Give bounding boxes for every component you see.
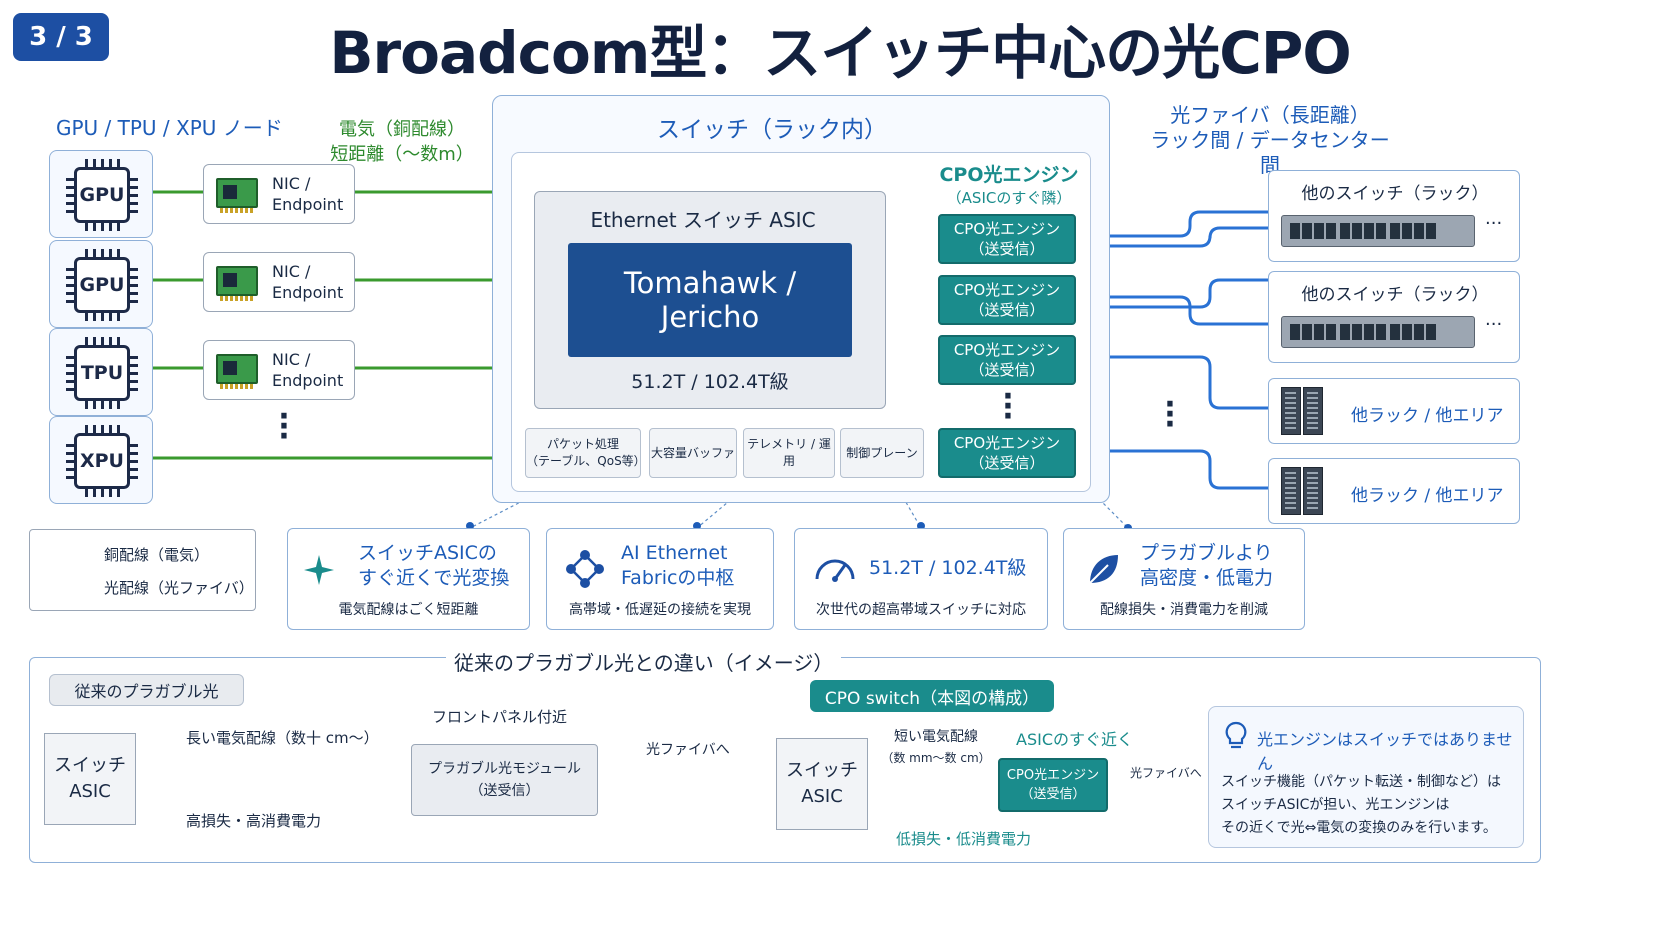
new-fiber-label: 光ファイバへ — [1130, 766, 1202, 780]
sparkle-icon — [304, 555, 334, 585]
cpo-header: CPO光エンジン （ASICのすぐ隣） — [939, 164, 1079, 207]
asic-capacity: 51.2T / 102.4T級 — [631, 371, 789, 393]
server-rack-icon — [1281, 467, 1301, 515]
telemetry-block: テレメトリ / 運用 — [743, 428, 835, 478]
note-body: スイッチ機能（パケット転送・制御など）はスイッチASICが担い、光エンジンはその… — [1221, 774, 1501, 836]
cpo-engine-3[interactable]: CPO光エンジン（送受信） — [938, 335, 1076, 385]
cpo-engine-1[interactable]: CPO光エンジン（送受信） — [938, 214, 1076, 264]
old-long-wire-label: 長い電気配線（数十 cm〜） — [186, 729, 379, 747]
control-plane-block: 制御プレーン — [840, 428, 924, 478]
electric-label: 電気（銅配線）短距離（〜数m） — [330, 119, 474, 165]
optical-fibers — [1076, 210, 1282, 490]
old-pluggable-pill: 従来のプラガブル光 — [49, 674, 244, 706]
page-title: Broadcom型：スイッチ中心の光CPO — [329, 19, 1351, 87]
page-badge: 3 / 3 — [13, 13, 109, 61]
gpu-chip-icon: GPU — [66, 159, 138, 231]
nic-card-icon — [216, 178, 258, 213]
gpu-chip-icon: GPU — [66, 249, 138, 321]
network-icon — [566, 550, 604, 588]
other-switch-2[interactable]: 他のスイッチ（ラック） ··· — [1268, 271, 1520, 363]
leaf-icon — [1089, 555, 1118, 584]
copper-wires — [146, 190, 512, 460]
tpu-node[interactable]: TPU — [49, 328, 153, 416]
nic-endpoint-3[interactable]: NIC /Endpoint — [203, 340, 355, 400]
more-racks-ellipsis: ··· — [1164, 387, 1176, 442]
nic-endpoint-2[interactable]: NIC /Endpoint — [203, 252, 355, 312]
gpu-node-1[interactable]: GPU — [49, 150, 153, 238]
more-nodes-ellipsis: ··· — [278, 399, 290, 454]
gauge-icon — [815, 559, 855, 582]
switch-device-icon — [1281, 316, 1475, 348]
feature-near-asic: スイッチASICのすぐ近くで光変換 電気配線はごく短距離 — [287, 528, 530, 630]
new-near-label: ASICのすぐ近く — [1016, 730, 1133, 749]
nic-endpoint-1[interactable]: NIC /Endpoint — [203, 164, 355, 224]
lightbulb-icon — [1225, 721, 1247, 749]
xpu-node[interactable]: XPU — [49, 416, 153, 504]
server-rack-icon — [1303, 467, 1323, 515]
old-fiber-label: 光ファイバへ — [646, 742, 730, 758]
note-box: 光エンジンはスイッチではありません スイッチ機能（パケット転送・制御など）はスイ… — [1208, 706, 1524, 848]
fiber-label: 光ファイバ（長距離）ラック間 / データセンター間 — [1150, 103, 1390, 177]
switch-header: スイッチ（ラック内） — [657, 117, 887, 143]
new-short-wire-label: 短い電気配線（数 mm〜数 cm） — [881, 729, 991, 765]
more-cpo-ellipsis: ··· — [1002, 379, 1014, 434]
new-loss-label: 低損失・低消費電力 — [896, 830, 1032, 848]
front-panel-label: フロントパネル付近 — [432, 708, 568, 726]
feature-bandwidth: 51.2T / 102.4T級 次世代の超高帯域スイッチに対応 — [794, 528, 1048, 630]
feature-low-power: プラガブルより高密度・低電力 配線損失・消費電力を削減 — [1063, 528, 1305, 630]
comparison-header: 従来のプラガブル光との違い（イメージ） — [446, 647, 842, 676]
legend-optical: 光配線（光ファイバ） — [104, 579, 254, 597]
buffer-block: 大容量バッファ — [649, 428, 737, 478]
other-rack-2[interactable]: 他ラック / 他エリア — [1268, 458, 1520, 524]
nodes-header: GPU / TPU / XPU ノード — [56, 116, 283, 140]
old-loss-label: 高損失・高消費電力 — [186, 812, 322, 830]
other-rack-1[interactable]: 他ラック / 他エリア — [1268, 378, 1520, 444]
cpo-switch-pill: CPO switch（本図の構成） — [810, 680, 1054, 712]
cpo-engine-4[interactable]: CPO光エンジン（送受信） — [938, 428, 1076, 478]
gpu-node-2[interactable]: GPU — [49, 240, 153, 328]
nic-card-icon — [216, 354, 258, 389]
new-cpo-engine: CPO光エンジン（送受信） — [998, 758, 1108, 812]
nic-card-icon — [216, 266, 258, 301]
tomahawk-jericho-chip[interactable]: Tomahawk /Jericho — [568, 243, 852, 357]
legend-copper: 銅配線（電気） — [104, 546, 210, 564]
asic-title: Ethernet スイッチ ASIC — [590, 208, 816, 232]
legend — [29, 529, 256, 611]
pluggable-module: プラガブル光モジュール（送受信） — [411, 744, 598, 816]
note-title: 光エンジンはスイッチではありません — [1257, 730, 1513, 773]
xpu-chip-icon: XPU — [66, 425, 138, 497]
cpo-engine-2[interactable]: CPO光エンジン（送受信） — [938, 275, 1076, 325]
server-rack-icon — [1303, 387, 1323, 435]
switch-device-icon — [1281, 215, 1475, 247]
packet-processing-block: パケット処理（テーブル、QoS等） — [525, 428, 646, 478]
server-rack-icon — [1281, 387, 1301, 435]
other-switch-1[interactable]: 他のスイッチ（ラック） ··· — [1268, 170, 1520, 262]
tpu-chip-icon: TPU — [66, 337, 138, 409]
